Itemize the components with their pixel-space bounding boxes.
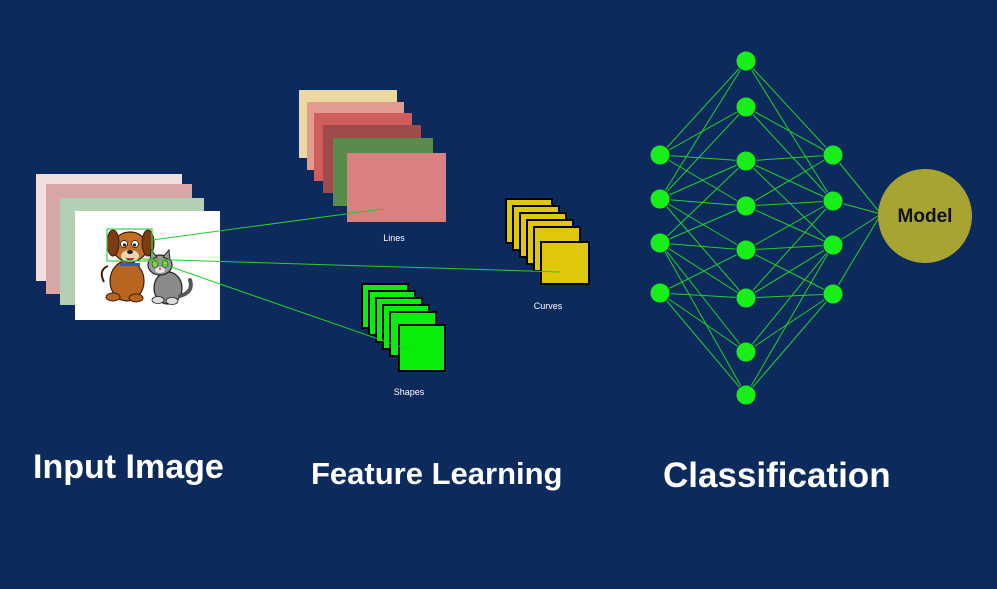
dog-pupil-right: [132, 243, 137, 247]
connection-to-model-3: [832, 213, 882, 295]
feature-projection-lines: [141, 208, 561, 351]
connection-l0-1-5: [659, 198, 747, 299]
network-node-l1-2: [735, 150, 757, 172]
network-node-l1-7: [735, 384, 757, 406]
connection-l1-3-0: [745, 154, 834, 207]
lines-feature-stack: [299, 90, 446, 222]
network-node-l0-2: [649, 232, 671, 254]
connection-l1-5-2: [745, 244, 834, 299]
connection-l1-3-1: [745, 200, 834, 207]
connection-l0-1-2: [659, 160, 747, 200]
dog-and-cat-illustration: [100, 229, 193, 305]
network-node-l1-0: [735, 50, 757, 72]
network-node-l1-3: [735, 195, 757, 217]
connection-l0-3-5: [659, 292, 747, 299]
connection-l1-5-3: [745, 293, 834, 299]
network-node-l0-1: [649, 188, 671, 210]
network-node-l1-6: [735, 341, 757, 363]
input-image-stack: [36, 174, 220, 320]
input-image-heading: Input Image: [33, 448, 224, 486]
connection-l1-7-2: [745, 244, 834, 396]
dog-ear-left: [106, 229, 120, 257]
connection-l1-7-3: [745, 293, 834, 396]
shapes-map-front: [398, 324, 446, 372]
network-nodes: [649, 50, 844, 406]
connection-l1-2-0: [745, 154, 834, 162]
connection-l0-1-0: [659, 60, 747, 200]
dog-tail: [100, 265, 109, 283]
connection-l0-2-6: [659, 242, 747, 353]
connection-l0-0-2: [659, 154, 747, 162]
connection-l0-0-0: [659, 60, 747, 156]
connection-l0-2-7: [659, 242, 747, 396]
dog-nose: [127, 250, 133, 254]
connection-l0-3-6: [659, 292, 747, 353]
network-node-l2-3: [822, 283, 844, 305]
lines-layer-front: [347, 153, 446, 222]
model-label: Model: [898, 206, 953, 227]
curves-feature-stack: [505, 198, 590, 285]
dog-muzzle: [121, 250, 139, 262]
network-node-l1-4: [735, 239, 757, 261]
network-node-l0-0: [649, 144, 671, 166]
connection-l1-6-3: [745, 293, 834, 353]
connection-l1-1-1: [745, 106, 834, 202]
connection-l1-4-1: [745, 200, 834, 251]
projection-to-lines: [151, 208, 384, 241]
network-connections: [659, 60, 882, 396]
connection-l0-0-1: [659, 106, 747, 156]
connection-l0-2-3: [659, 205, 747, 244]
connection-l0-2-5: [659, 242, 747, 299]
connection-l1-1-0: [745, 106, 834, 156]
cat-nose: [158, 267, 162, 271]
cat-ear-right: [162, 248, 171, 261]
dog-pupil-left: [122, 243, 127, 247]
network-node-l2-1: [822, 190, 844, 212]
shapes-caption: Shapes: [394, 387, 425, 397]
cat-paw-left: [151, 296, 165, 304]
connection-l1-5-1: [745, 200, 834, 299]
connection-l1-4-2: [745, 244, 834, 251]
feature-learning-heading: Feature Learning: [311, 456, 563, 491]
network-node-l1-1: [735, 96, 757, 118]
connection-l1-6-2: [745, 244, 834, 353]
network-node-l2-0: [822, 144, 844, 166]
cat-paw-right: [165, 297, 179, 305]
receptive-field-box: [106, 228, 153, 262]
connection-l0-3-7: [659, 292, 747, 396]
dog-paw-left: [105, 292, 121, 302]
connection-l1-0-0: [745, 60, 834, 156]
shapes-feature-stack: [361, 283, 446, 372]
dog-collar: [120, 263, 140, 266]
dog-mouth: [125, 257, 135, 261]
projection-to-curves: [141, 258, 561, 273]
classification-heading: Classification: [663, 456, 891, 495]
projection-to-shapes: [147, 258, 411, 351]
curves-caption: Curves: [534, 301, 563, 311]
network-node-l0-3: [649, 282, 671, 304]
output-node: Model: [878, 169, 972, 263]
connection-l0-1-1: [659, 106, 747, 200]
lines-caption: Lines: [383, 233, 405, 243]
connection-l0-2-2: [659, 160, 747, 244]
cat-tail: [178, 278, 193, 298]
network-node-l2-2: [822, 234, 844, 256]
model-circle: [878, 169, 972, 263]
network-node-l1-5: [735, 287, 757, 309]
connection-to-model-0: [832, 154, 882, 215]
dog-paw-right: [128, 293, 144, 303]
curves-map-front: [540, 241, 590, 285]
connection-l0-2-4: [659, 242, 747, 251]
connection-l0-3-4: [659, 249, 747, 294]
